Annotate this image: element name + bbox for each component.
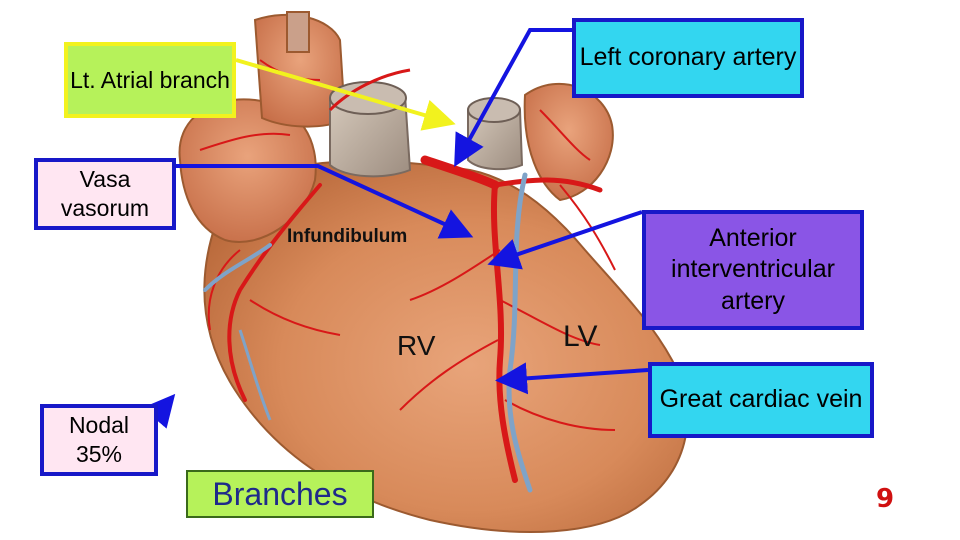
anterior-interventricular-artery-text: Anterior interventricular artery bbox=[671, 224, 835, 315]
great-cardiac-vein-label: Great cardiac vein bbox=[648, 362, 874, 438]
anterior-interventricular-artery-label: Anterior interventricular artery bbox=[642, 210, 864, 330]
page-number: 9 bbox=[876, 484, 895, 514]
aortic-branch bbox=[286, 11, 310, 53]
pointer-great-cardiac-vein bbox=[495, 362, 649, 395]
pointer-anterior-interventricular bbox=[487, 210, 643, 270]
pointer-nodal bbox=[142, 393, 176, 429]
infundibulum-label: Infundibulum bbox=[287, 226, 408, 247]
atrial-branch-vessel bbox=[328, 68, 411, 112]
vein-branch-right bbox=[203, 243, 272, 292]
nodal-text: Nodal 35% bbox=[68, 412, 130, 467]
nodal-label: Nodal 35% bbox=[40, 404, 158, 476]
pointer-vasa-vasorum bbox=[176, 164, 474, 239]
right-coronary-branch bbox=[227, 183, 322, 402]
rv-label: RV bbox=[397, 330, 436, 361]
circumflex-artery-path bbox=[492, 177, 603, 193]
pointer-lt-atrial-branch bbox=[235, 58, 456, 131]
left-coronary-artery-label: Left coronary artery bbox=[572, 18, 804, 98]
great-cardiac-vein-text: Great cardiac vein bbox=[659, 385, 863, 414]
branches-label: Branches bbox=[186, 470, 374, 518]
vasa-vasorum-label: Vasa vasorum bbox=[34, 158, 176, 230]
pulmonary-artery-lumen bbox=[467, 97, 521, 123]
left-coronary-artery-path bbox=[420, 155, 500, 190]
pointer-left-coronary-artery bbox=[454, 28, 572, 167]
lv-label: LV bbox=[563, 320, 598, 353]
vein-branch-lower bbox=[238, 329, 272, 421]
vasa-vasorum-text: Vasa vasorum bbox=[60, 166, 150, 221]
branches-text: Branches bbox=[212, 476, 348, 512]
anterior-interventricular-artery-path bbox=[490, 182, 518, 483]
left-coronary-artery-text: Left coronary artery bbox=[579, 43, 797, 72]
lt-atrial-branch-text: Lt. Atrial branch bbox=[70, 66, 230, 93]
lt-atrial-branch-label: Lt. Atrial branch bbox=[64, 42, 236, 118]
ventricle-mass bbox=[203, 160, 689, 533]
